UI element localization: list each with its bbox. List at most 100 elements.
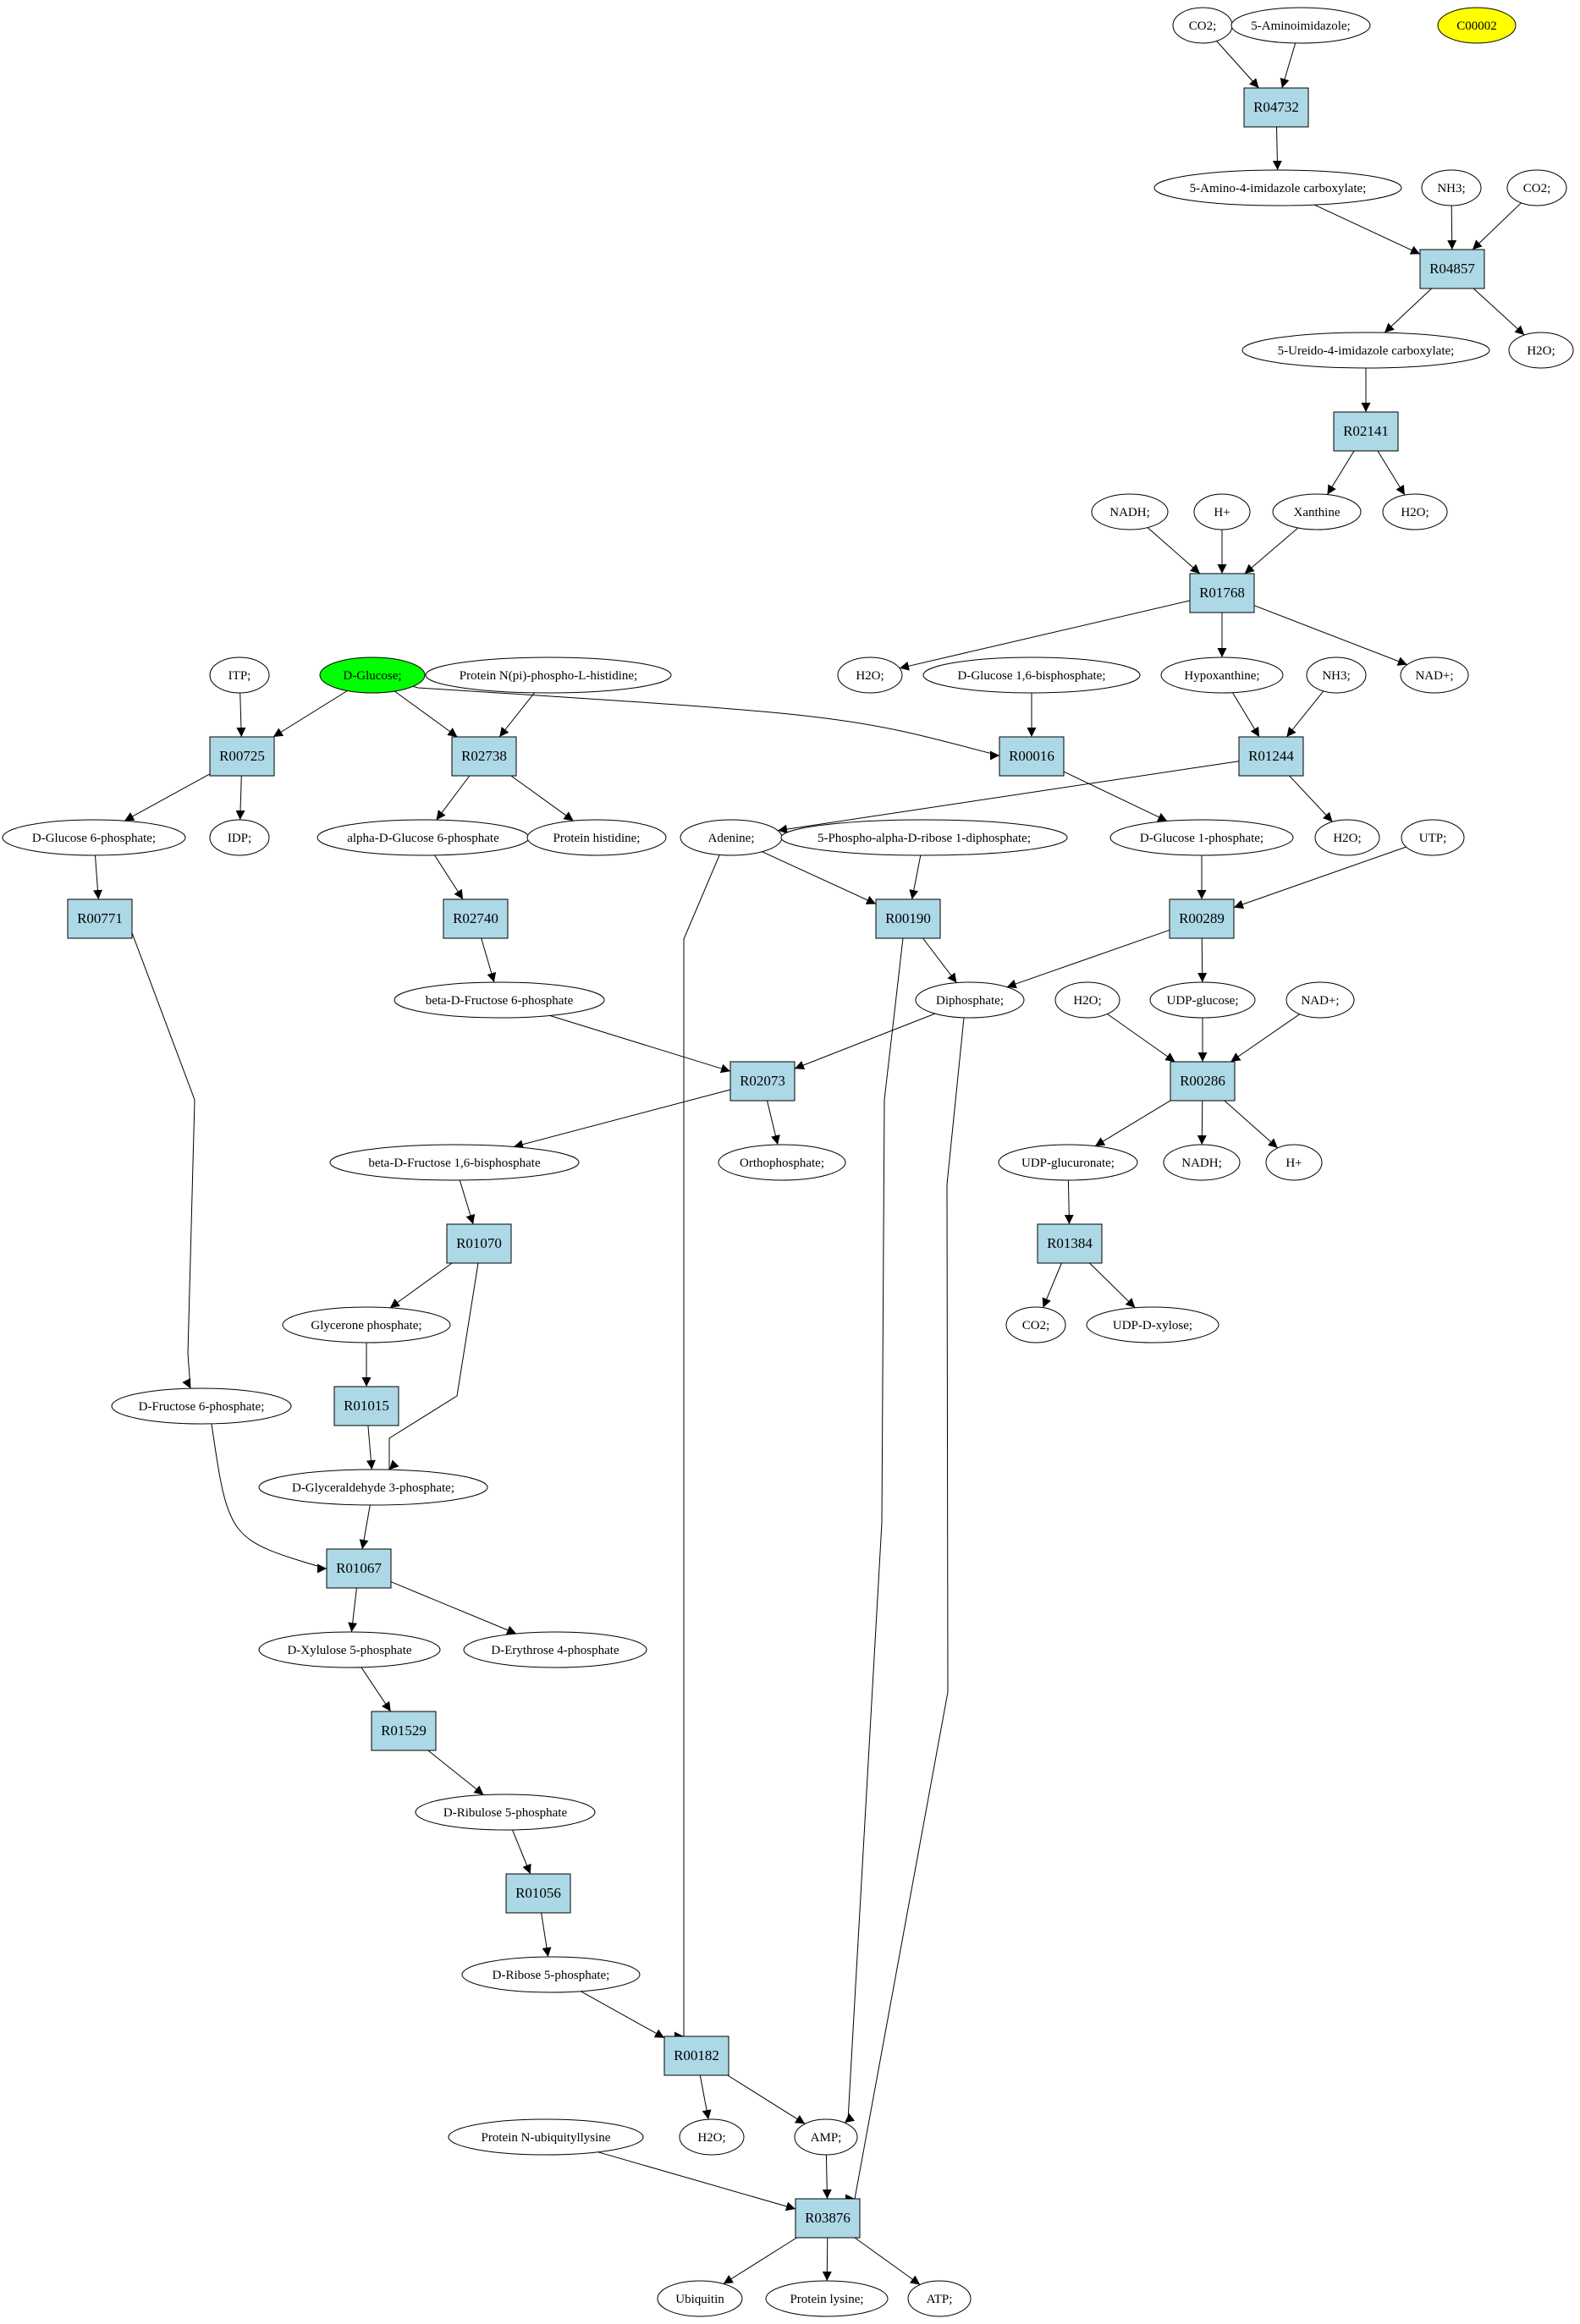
compound-node-5-phospho-alpha-d-ribose-1-diphosphate[interactable]: 5-Phospho-alpha-D-ribose 1-diphosphate; [780, 819, 1068, 856]
compound-node-idp[interactable]: IDP; [209, 819, 270, 856]
compound-ellipse [258, 1631, 441, 1668]
compound-ellipse [463, 1631, 647, 1668]
compound-node-protein-histidine[interactable]: Protein histidine; [526, 819, 667, 856]
compound-node-co2[interactable]: CO2; [1172, 7, 1233, 44]
compound-node-d-ribulose-5-phosphate[interactable]: D-Ribulose 5-phosphate [415, 1794, 596, 1831]
compound-node-adenine[interactable]: Adenine; [680, 819, 783, 856]
reaction-node-r01768[interactable]: R01768 [1189, 573, 1255, 613]
compound-node-c00002[interactable]: C00002 [1437, 7, 1517, 44]
reaction-label: R00016 [1009, 748, 1054, 764]
compound-node-5-amino-4-imidazole-carboxylate[interactable]: 5-Amino-4-imidazole carboxylate; [1153, 169, 1402, 206]
compound-node-nh3[interactable]: NH3; [1306, 657, 1367, 694]
edge-xanthine-to-R01768 [1244, 527, 1299, 574]
compound-node-h[interactable]: H+ [1193, 493, 1251, 530]
edge-R01244-to-adenine [778, 761, 1240, 834]
reaction-node-r01244[interactable]: R01244 [1238, 736, 1304, 777]
reaction-label: R02073 [740, 1073, 785, 1089]
compound-node-h[interactable]: H+ [1265, 1144, 1323, 1181]
edge-R02738-to-prothis [510, 775, 574, 821]
compound-node-h2o[interactable]: H2O; [1314, 819, 1380, 856]
reaction-node-r00286[interactable]: R00286 [1170, 1061, 1236, 1102]
compound-ellipse [998, 1144, 1138, 1181]
compound-ellipse [679, 2118, 745, 2156]
compound-node-d-fructose-6-phosphate[interactable]: D-Fructose 6-phosphate; [111, 1387, 292, 1425]
reaction-node-r01067[interactable]: R01067 [326, 1548, 392, 1589]
compound-node-nad[interactable]: NAD+; [1285, 981, 1355, 1019]
compound-node-protein-n-pi-phospho-l-histidine[interactable]: Protein N(pi)-phospho-L-histidine; [425, 657, 672, 694]
compound-node-ubiquitin[interactable]: Ubiquitin [657, 2280, 743, 2317]
compound-ellipse [1401, 819, 1465, 856]
compound-node-hypoxanthine[interactable]: Hypoxanthine; [1160, 657, 1284, 694]
compound-node-co2[interactable]: CO2; [1005, 1306, 1066, 1343]
compound-node-d-xylulose-5-phosphate[interactable]: D-Xylulose 5-phosphate [258, 1631, 441, 1668]
reaction-node-r00182[interactable]: R00182 [663, 2036, 729, 2076]
reaction-node-r00016[interactable]: R00016 [999, 736, 1065, 777]
compound-label: H2O; [1401, 506, 1429, 519]
reaction-label: R03876 [805, 2210, 851, 2226]
compound-node-alpha-d-glucose-6-phosphate[interactable]: alpha-D-Glucose 6-phosphate [317, 819, 530, 856]
compound-node-udp-glucose[interactable]: UDP-glucose; [1149, 981, 1256, 1019]
compound-ellipse [1193, 493, 1251, 530]
reaction-node-r02740[interactable]: R02740 [443, 898, 509, 939]
compound-node-nadh[interactable]: NADH; [1091, 493, 1169, 530]
compound-label: Ubiquitin [675, 2293, 724, 2306]
reaction-node-r02738[interactable]: R02738 [451, 736, 517, 777]
compound-node-d-glucose-6-phosphate[interactable]: D-Glucose 6-phosphate; [2, 819, 186, 856]
compound-node-h2o[interactable]: H2O; [837, 657, 903, 694]
reaction-node-r00771[interactable]: R00771 [67, 898, 133, 939]
compound-node-d-glucose[interactable]: D-Glucose; [319, 657, 426, 694]
reaction-node-r01015[interactable]: R01015 [333, 1386, 399, 1426]
compound-node-d-glyceraldehyde-3-phosphate[interactable]: D-Glyceraldehyde 3-phosphate; [258, 1469, 488, 1506]
compound-ellipse [282, 1306, 451, 1343]
compound-node-d-erythrose-4-phosphate[interactable]: D-Erythrose 4-phosphate [463, 1631, 647, 1668]
reaction-node-r01384[interactable]: R01384 [1037, 1223, 1103, 1264]
reaction-box [1333, 411, 1399, 452]
compound-node-d-ribose-5-phosphate[interactable]: D-Ribose 5-phosphate; [461, 1956, 641, 1993]
reaction-node-r01070[interactable]: R01070 [446, 1223, 512, 1264]
compound-node-h2o[interactable]: H2O; [1054, 981, 1120, 1019]
reaction-node-r02073[interactable]: R02073 [729, 1061, 796, 1102]
compound-node-co2[interactable]: CO2; [1506, 169, 1567, 206]
compound-node-d-glucose-1-phosphate[interactable]: D-Glucose 1-phosphate; [1109, 819, 1294, 856]
compound-node-utp[interactable]: UTP; [1401, 819, 1465, 856]
node-layer: CO2;5-Aminoimidazole;C00002R047325-Amino… [2, 7, 1574, 2317]
compound-node-h2o[interactable]: H2O; [1508, 332, 1574, 369]
compound-node-itp[interactable]: ITP; [209, 657, 270, 694]
compound-node-beta-d-fructose-6-phosphate[interactable]: beta-D-Fructose 6-phosphate [394, 981, 605, 1019]
compound-label: D-Glucose; [343, 669, 401, 683]
compound-node-5-aminoimidazole[interactable]: 5-Aminoimidazole; [1230, 7, 1371, 44]
compound-node-nadh[interactable]: NADH; [1163, 1144, 1241, 1181]
reaction-node-r04732[interactable]: R04732 [1243, 87, 1309, 128]
compound-node-diphosphate[interactable]: Diphosphate; [915, 981, 1025, 1019]
edge-adenine-to-R00190 [762, 851, 877, 904]
reaction-node-r04857[interactable]: R04857 [1419, 249, 1485, 289]
compound-ellipse [1306, 657, 1367, 694]
compound-node-nh3[interactable]: NH3; [1421, 169, 1482, 206]
compound-node-h2o[interactable]: H2O; [1382, 493, 1448, 530]
compound-node-amp[interactable]: AMP; [794, 2118, 858, 2156]
reaction-node-r03876[interactable]: R03876 [795, 2198, 861, 2239]
compound-node-nad[interactable]: NAD+; [1400, 657, 1469, 694]
reaction-node-r01056[interactable]: R01056 [505, 1873, 571, 1914]
compound-ellipse [526, 819, 667, 856]
compound-node-protein-n-ubiquityllysine[interactable]: Protein N-ubiquityllysine [448, 2118, 644, 2156]
compound-node-udp-glucuronate[interactable]: UDP-glucuronate; [998, 1144, 1138, 1181]
compound-node-protein-lysine[interactable]: Protein lysine; [765, 2280, 889, 2317]
compound-node-udp-d-xylose[interactable]: UDP-D-xylose; [1086, 1306, 1219, 1343]
compound-node-glycerone-phosphate[interactable]: Glycerone phosphate; [282, 1306, 451, 1343]
compound-node-atp[interactable]: ATP; [907, 2280, 972, 2317]
compound-node-orthophosphate[interactable]: Orthophosphate; [718, 1144, 846, 1181]
compound-node-xanthine[interactable]: Xanthine [1272, 493, 1362, 530]
compound-label: Adenine; [708, 832, 755, 845]
compound-node-d-glucose-1-6-bisphosphate[interactable]: D-Glucose 1,6-bisphosphate; [922, 657, 1141, 694]
compound-node-beta-d-fructose-1-6-bisphosphate[interactable]: beta-D-Fructose 1,6-bisphosphate [329, 1144, 580, 1181]
reaction-label: R01015 [344, 1398, 389, 1414]
compound-node-h2o[interactable]: H2O; [679, 2118, 745, 2156]
reaction-node-r00289[interactable]: R00289 [1169, 898, 1235, 939]
reaction-node-r01529[interactable]: R01529 [371, 1711, 437, 1751]
compound-node-5-ureido-4-imidazole-carboxylate[interactable]: 5-Ureido-4-imidazole carboxylate; [1241, 332, 1490, 369]
reaction-node-r00190[interactable]: R00190 [875, 898, 941, 939]
reaction-node-r02141[interactable]: R02141 [1333, 411, 1399, 452]
compound-ellipse [657, 2280, 743, 2317]
reaction-node-r00725[interactable]: R00725 [209, 736, 275, 777]
